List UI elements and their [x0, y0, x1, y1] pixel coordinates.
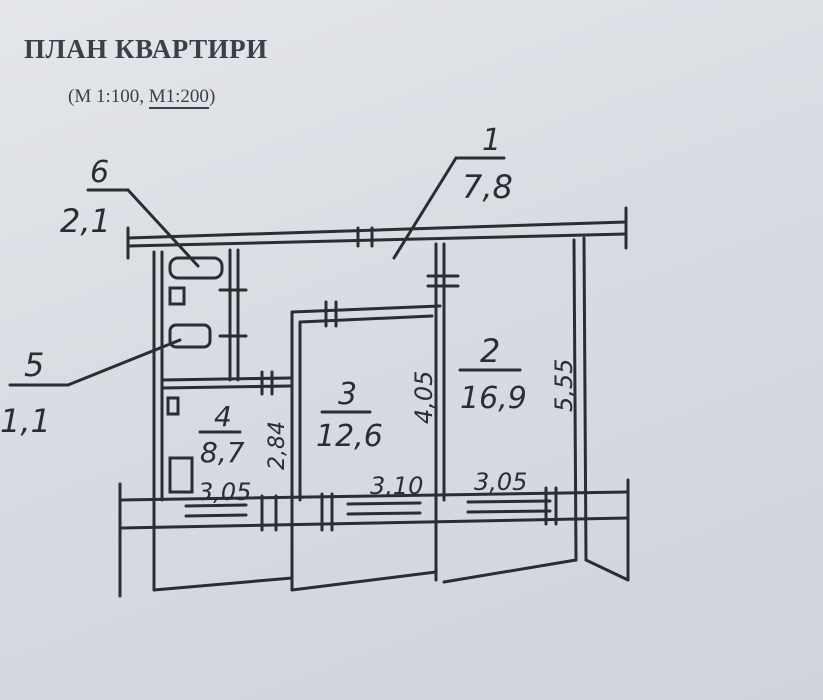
- room-2-number: 2: [480, 332, 500, 370]
- wall-bottom-outer: [118, 490, 630, 502]
- dim-room3-depth: 4,05: [410, 371, 438, 424]
- wall-right: [572, 238, 578, 562]
- scale-open: (М 1:100,: [68, 86, 149, 107]
- dim-room2-depth: 5,55: [550, 359, 578, 412]
- dim-room2-width: 3,05: [474, 468, 527, 496]
- wall-room3-top: [290, 304, 442, 314]
- room-5-number: 5: [24, 346, 44, 384]
- scale-close: ): [208, 86, 216, 107]
- room-3-number: 3: [338, 377, 357, 412]
- dim-kitchen-depth: 2,84: [265, 421, 290, 470]
- scale-underlined: М1:200: [148, 86, 209, 109]
- room-6-area: 2,1: [60, 202, 111, 240]
- toilet-icon: [168, 286, 186, 306]
- room-6-number: 6: [90, 155, 109, 190]
- wall-top-outer: [126, 220, 628, 240]
- wall-top-inner: [126, 232, 628, 248]
- scale-note: (М 1:100, М1:200): [68, 86, 216, 109]
- plan-title: ПЛАН КВАРТИРИ: [24, 34, 268, 64]
- dim-kitchen-width: 3,05: [198, 478, 251, 506]
- room-4-number: 4: [214, 400, 232, 433]
- room-5-area: 1,1: [0, 402, 51, 440]
- bathtub-icon: [168, 256, 224, 280]
- room-4-area: 8,7: [200, 436, 245, 469]
- room-1-number: 1: [482, 123, 501, 158]
- sink-icon: [168, 323, 212, 349]
- dim-room3-width: 3,10: [370, 472, 423, 500]
- room-2-area: 16,9: [460, 381, 527, 416]
- room-3-area: 12,6: [316, 419, 383, 454]
- room-1-area: 7,8: [462, 168, 513, 206]
- stove-icon: [168, 456, 194, 494]
